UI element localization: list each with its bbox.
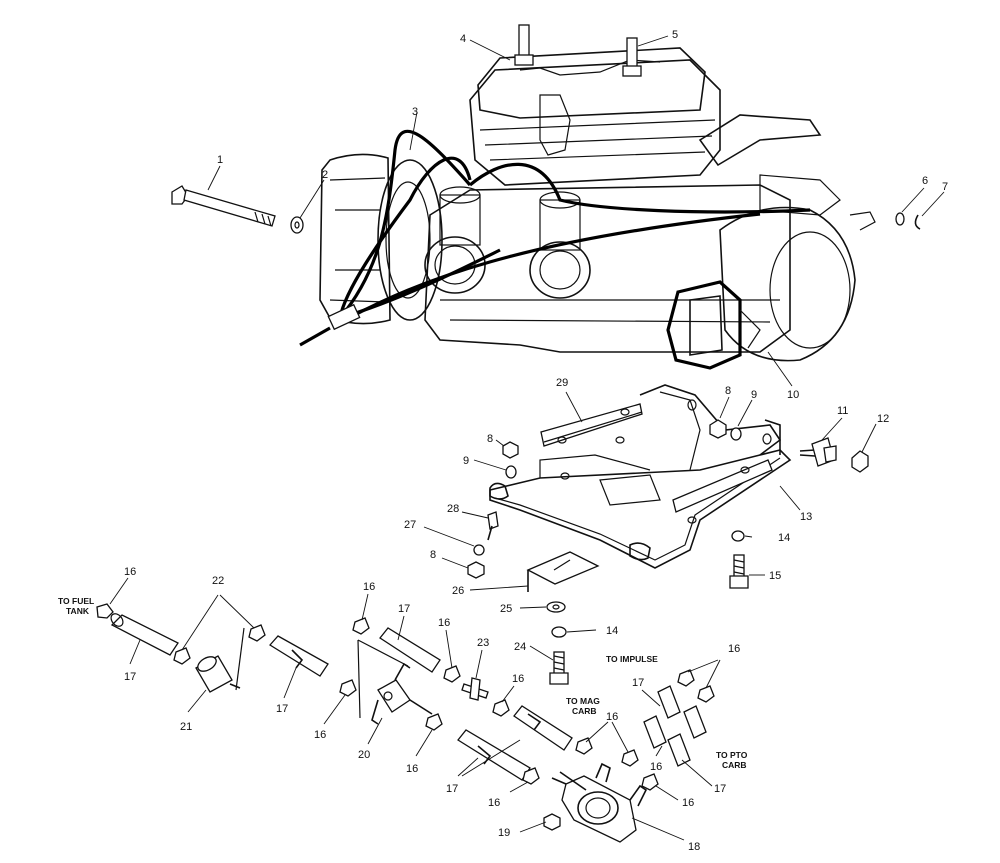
washer-part-9-left [505,465,517,479]
fuel-valve-part-20 [371,662,433,725]
washer-part-9-top [730,427,742,441]
callout-27: 27 [404,519,416,531]
callout-17-e: 17 [446,783,458,795]
washer-part-2 [290,216,304,234]
callout-2: 2 [322,169,328,181]
washer-part-27 [473,544,485,556]
note-to-mag-carb-line2: CARB [572,706,597,716]
bracket-part-26 [526,551,600,592]
rubber-mount-part-11 [799,437,837,467]
callout-23: 23 [477,637,489,649]
callout-11: 11 [837,405,848,417]
callout-9-left: 9 [463,455,469,467]
callout-10: 10 [787,389,799,401]
callout-12: 12 [877,413,889,425]
callout-17-d: 17 [632,677,644,689]
callout-17-f: 17 [714,783,726,795]
callout-1: 1 [217,154,223,166]
callout-28: 28 [447,503,459,515]
callout-9-top: 9 [751,389,757,401]
callout-17-a: 17 [398,603,410,615]
bolt-part-15 [729,554,749,589]
nut-part-8-top [709,419,727,439]
callout-13: 13 [800,511,812,523]
callout-3: 3 [412,106,418,118]
callout-6: 6 [922,175,928,187]
callout-22: 22 [212,575,224,587]
callout-25: 25 [500,603,512,615]
bolt-part-1 [171,185,276,227]
callout-16-f: 16 [406,763,418,775]
callout-14-right: 14 [778,532,790,544]
callout-5: 5 [672,29,678,41]
callout-20: 20 [358,749,370,761]
callout-8-top: 8 [725,385,731,397]
nut-part-8-left [502,441,519,459]
callout-15: 15 [769,570,781,582]
carburetor-pto [529,191,591,299]
callout-8-bottom: 8 [430,549,436,561]
note-to-impulse: TO IMPULSE [606,654,658,664]
callout-16-h: 16 [606,711,618,723]
nut-part-12 [851,450,869,473]
callout-16-g: 16 [512,673,524,685]
callout-16-e: 16 [314,729,326,741]
fuel-pump-part-18 [551,762,648,843]
bolt-part-24 [549,651,569,685]
callout-17-b: 17 [124,671,136,683]
motor-mount-plate [489,384,792,569]
note-to-fuel-tank-line1: TO FUEL [58,596,94,606]
callout-18: 18 [688,841,700,853]
callout-16-k: 16 [650,761,662,773]
note-to-fuel-tank-line2: TANK [66,606,90,616]
note-to-pto-carb-line2: CARB [722,760,747,770]
clip-part-7 [914,214,921,230]
callout-8-left: 8 [487,433,493,445]
callout-16-d: 16 [728,643,740,655]
callout-7: 7 [942,181,948,193]
callout-29: 29 [556,377,568,389]
callout-16-b: 16 [363,581,375,593]
callout-4: 4 [460,33,466,45]
callout-16-a: 16 [124,566,136,578]
note-to-pto-carb-line1: TO PTO [716,750,748,760]
callout-14-bottom: 14 [606,625,618,637]
callout-24: 24 [514,641,526,653]
callout-16-c: 16 [438,617,450,629]
washer-part-25 [546,601,566,613]
nut-part-19 [543,813,561,831]
callout-26: 26 [452,585,464,597]
carburetor-mag [424,186,486,294]
fuel-system [96,577,721,843]
routing-notes: TO FUEL TANK TO IMPULSE TO MAG CARB TO P… [58,596,748,770]
engine-assembly [299,24,876,370]
stud-part-28 [487,511,499,541]
nut-part-8-bottom [467,561,485,579]
callout-16-j: 16 [682,797,694,809]
callout-17-c: 17 [276,703,288,715]
callout-21: 21 [180,721,192,733]
note-to-mag-carb-line1: TO MAG [566,696,600,706]
lockwasher-part-14-bottom [551,626,567,638]
callout-19: 19 [498,827,510,839]
tee-fitting-part-23 [461,677,489,701]
callout-16-i: 16 [488,797,500,809]
washer-part-6 [895,212,905,226]
lockwasher-part-14-right [731,530,745,542]
callout-labels: 1 2 3 4 5 6 7 8 9 10 11 12 13 14 15 29 8… [124,29,948,853]
